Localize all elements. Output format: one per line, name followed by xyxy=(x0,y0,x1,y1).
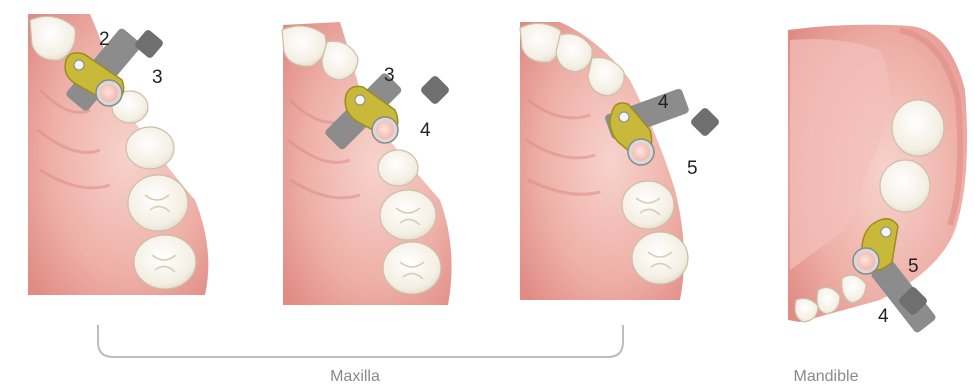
position-label-4: 4 xyxy=(658,92,669,113)
position-label-5: 5 xyxy=(908,256,919,277)
maxilla-panel-2: 3 4 xyxy=(282,22,452,305)
position-label-2: 2 xyxy=(99,29,110,50)
maxilla-panel-3: 4 5 xyxy=(520,22,721,300)
position-label-3: 3 xyxy=(384,65,395,86)
maxilla-panel-1: 2 3 xyxy=(28,14,208,295)
position-label-4: 4 xyxy=(420,120,431,141)
position-label-5: 5 xyxy=(687,158,698,179)
mandible-panel-1: 5 4 xyxy=(788,25,967,334)
position-label-3: 3 xyxy=(152,67,163,88)
mandible-caption: Mandible xyxy=(794,368,859,385)
maxilla-caption: Maxilla xyxy=(330,368,380,385)
position-label-4: 4 xyxy=(878,306,889,327)
maxilla-brace xyxy=(98,325,623,357)
